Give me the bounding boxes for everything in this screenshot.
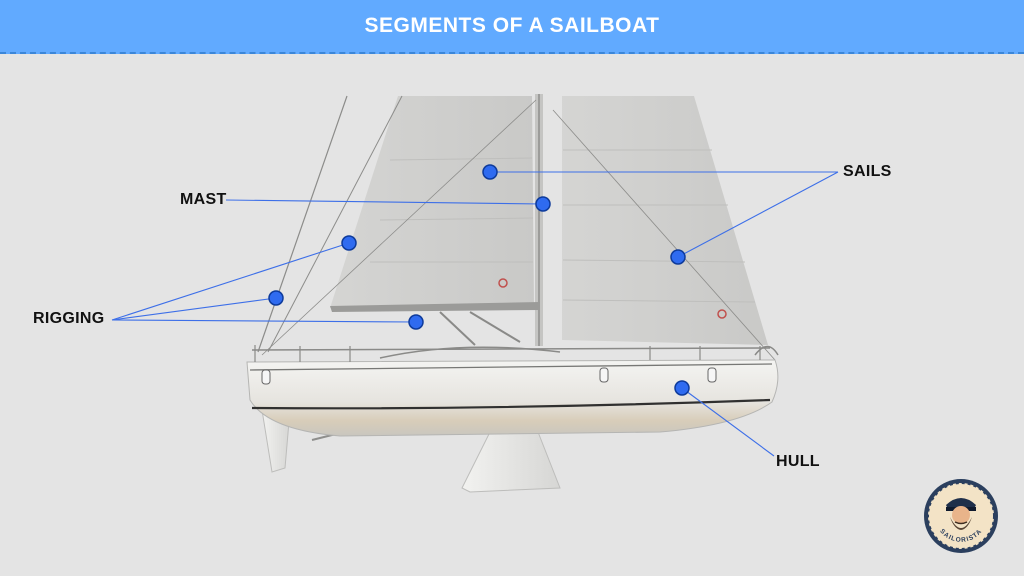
rigging-lines bbox=[257, 95, 776, 361]
hull bbox=[246, 359, 779, 437]
sailorista-logo: SAILORISTA bbox=[924, 479, 998, 553]
rigging-label: RIGGING bbox=[33, 310, 105, 327]
rigging-leader-line-2 bbox=[111, 297, 277, 321]
leader-lines bbox=[111, 171, 839, 457]
keel bbox=[461, 431, 561, 493]
deck-railing bbox=[251, 345, 779, 362]
sails-marker-main bbox=[670, 249, 686, 265]
rigging-marker-2 bbox=[268, 290, 284, 306]
title-banner: SEGMENTS OF A SAILBOAT bbox=[0, 0, 1024, 54]
sails-leader-line-main bbox=[677, 171, 839, 258]
page-title: SEGMENTS OF A SAILBOAT bbox=[364, 14, 660, 37]
rigging-leader-line-1 bbox=[111, 242, 350, 321]
sails-marker-jib bbox=[482, 164, 498, 180]
sails-label: SAILS bbox=[843, 163, 892, 180]
mast-leader-line bbox=[225, 199, 544, 205]
rigging-marker-3 bbox=[408, 314, 424, 330]
main-sail bbox=[562, 96, 768, 345]
hull-leader-line bbox=[681, 387, 775, 457]
hull-marker bbox=[674, 380, 690, 396]
mast-marker bbox=[535, 196, 551, 212]
rigging-leader-line-3 bbox=[111, 319, 417, 323]
hull-label: HULL bbox=[776, 453, 820, 470]
mast-label: MAST bbox=[180, 191, 227, 208]
rigging-marker-1 bbox=[341, 235, 357, 251]
markers bbox=[268, 164, 690, 396]
boom bbox=[330, 302, 540, 346]
